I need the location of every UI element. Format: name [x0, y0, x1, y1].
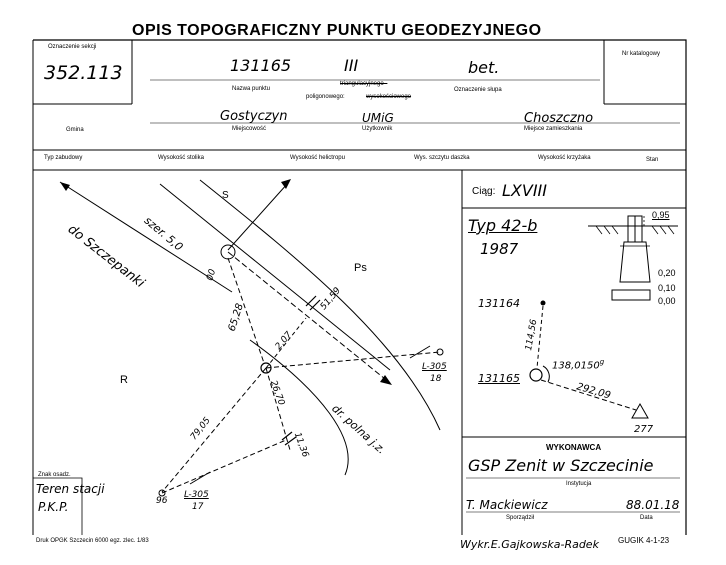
form-code: GUGIK 4-1-23	[618, 536, 670, 545]
angle-label: 138,0150g	[552, 358, 604, 371]
angle-value: 138,0150	[552, 360, 600, 372]
column-header: Wysokość helictropu	[290, 155, 345, 161]
locality-label: Miejscowość	[232, 126, 267, 132]
depth-label: 0,95	[652, 210, 670, 220]
corner-value-1: Teren stacji	[36, 482, 105, 496]
marker-value: bet.	[468, 58, 500, 77]
date-label: Data	[640, 515, 653, 521]
year-value: 1987	[480, 240, 519, 258]
triangulation-label: triangulacyjnego -	[340, 81, 388, 87]
section-value: 352.113	[44, 62, 123, 84]
measure-label: 96	[156, 496, 168, 506]
prepared-label: Sporządził	[506, 515, 535, 521]
column-header: Wysokość krzyżaka	[538, 155, 591, 161]
column-header: Stan	[646, 157, 659, 163]
ps-label: Ps	[354, 262, 367, 274]
point-label: 131165	[478, 372, 520, 385]
print-note: Druk OPGK Szczecin 6000 egz. zlec. 1/83	[36, 538, 149, 544]
residence-value: Choszczno	[524, 111, 594, 126]
section-label: Oznaczenie sekcji	[48, 44, 97, 50]
point-label: 277	[634, 424, 654, 435]
ciag-value: LXVIII	[502, 181, 547, 200]
point-name-label: Nazwa punktu	[232, 86, 271, 92]
point-name-value: 131165	[230, 56, 292, 75]
date-value: 88.01.18	[626, 498, 680, 512]
gmina-label: Gmina	[66, 127, 84, 133]
depth-label: 0,20	[658, 268, 676, 278]
depth-label: 0,00	[658, 296, 676, 306]
residence-label: Miejsce zamieszkania	[524, 126, 583, 132]
marker-label: Oznaczenie słupa	[454, 87, 502, 93]
column-header: Wys. szczytu daszka	[414, 155, 470, 161]
form-title: OPIS TOPOGRAFICZNY PUNKTU GEODEZYJNEGO	[132, 22, 542, 39]
polygon-label: poligonowego:	[306, 94, 345, 100]
corner-value-2: P.K.P.	[38, 500, 69, 514]
locality-value: Gostyczyn	[220, 109, 288, 124]
point-class-value: III	[344, 56, 359, 75]
corner-label: Znak osadz.	[38, 472, 71, 478]
prepared-value: T. Mackiewicz	[466, 498, 548, 512]
user-value: UMiG	[362, 111, 394, 125]
executor-value: GSP Zenit w Szczecinie	[468, 456, 654, 475]
institution-label: Instytucja	[566, 481, 592, 487]
type-value: Typ 42-b	[468, 216, 538, 235]
executor-label: WYKONAWCA	[546, 443, 602, 452]
point-label: 131164	[478, 297, 520, 310]
ciag-label: Ciąg:	[472, 186, 496, 197]
s-label: S	[222, 190, 229, 201]
author-note: Wykr.E.Gajkowska-Radek	[460, 538, 599, 551]
reference-top: L-305	[422, 362, 447, 372]
reference-bottom: 18	[430, 374, 442, 384]
polygon-struck: wysokościowego	[366, 94, 412, 100]
angle-unit: g	[599, 358, 605, 366]
column-header: Typ zabudowy	[44, 155, 83, 161]
reference-top: L-305	[184, 490, 209, 500]
user-label: Użytkownik	[362, 126, 393, 132]
depth-label: 0,10	[658, 283, 676, 293]
column-header: Wysokość stolika	[158, 155, 204, 161]
reference-bottom: 17	[192, 502, 204, 512]
catalog-label: Nr katalogowy	[622, 51, 661, 57]
r-label: R	[120, 374, 128, 386]
